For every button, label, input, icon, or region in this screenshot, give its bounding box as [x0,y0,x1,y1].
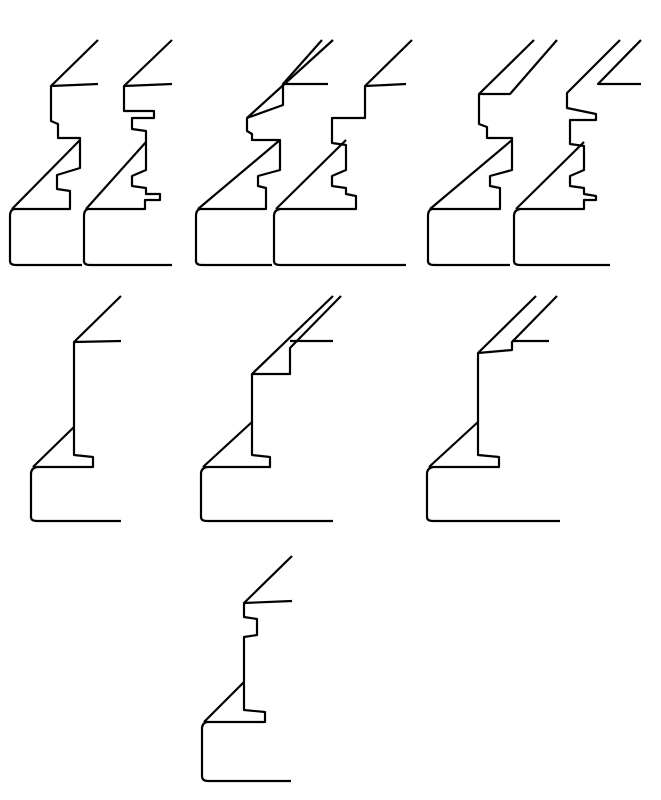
profile-outline [512,39,621,267]
profile-outline [200,555,293,783]
profile-double-offset-a [8,39,173,267]
profile-edge [479,39,558,96]
profile-double-offset-c [426,39,642,267]
profile-edge [275,139,347,210]
profile-outline [194,39,323,267]
profile-outline [82,39,173,267]
profile-outline [29,295,122,523]
profile-edge [429,139,513,210]
profile-edge [123,82,173,88]
profile-edge [428,421,479,468]
profile-single-double-line [199,295,342,523]
profile-edge [515,141,585,210]
profile-edge [85,141,147,210]
profile-edge [246,39,334,119]
profile-edge [252,295,342,376]
profile-outline [8,39,99,267]
profile-edge [243,599,293,605]
profile-edge [197,139,281,210]
profile-edge [11,139,81,210]
profile-edge [73,339,122,344]
profile-double-offset-b [194,39,413,267]
profile-single-simple [29,295,122,523]
profile-edge [202,421,253,468]
profile-edge [50,82,99,88]
profile-outline [426,39,535,267]
profile-edge [477,295,558,355]
profile-outline [272,39,413,267]
profile-outline [425,295,560,523]
profile-edge [596,39,642,86]
profile-edge [203,681,245,723]
profile-edge [364,82,407,88]
profile-single-notched [200,555,293,783]
profile-outline [199,295,334,523]
profile-single-double-line-b [425,295,560,523]
profile-edge [32,426,75,468]
